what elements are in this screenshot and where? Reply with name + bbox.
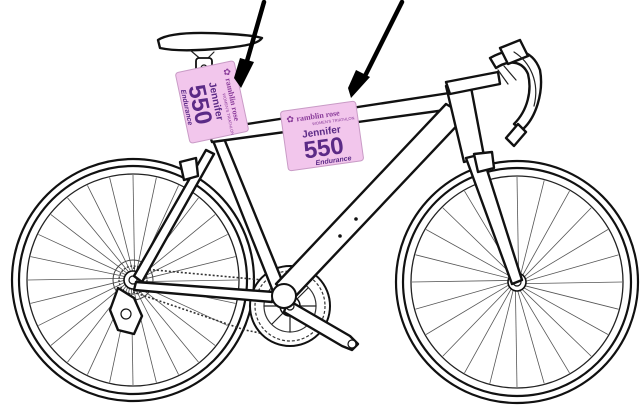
spoke [416,255,510,279]
spoke [525,230,608,280]
spoke [521,289,591,357]
spoke [68,198,130,273]
spoke [31,280,125,303]
spoke [31,257,126,277]
rear-wheel [12,159,254,401]
arrow-down-icon [348,2,402,98]
bib-number-toptube: ✿ ramblin rose WOMEN'S TRIATHLON Jennife… [280,101,364,171]
spoke [51,215,128,274]
spoke [443,286,511,356]
spoke [28,278,125,280]
spoke [38,234,126,275]
spoke [517,177,519,274]
spoke [525,282,622,284]
spoke [520,290,570,373]
spoke [517,290,544,383]
spoke [523,287,608,334]
spoke [490,289,514,383]
spoke [412,280,509,282]
spoke [133,175,135,272]
spoke [522,191,569,276]
spoke [521,181,545,275]
spoke [524,208,592,278]
spoke [524,286,618,310]
spoke [426,285,509,335]
spoke [110,178,133,272]
spoke [416,282,509,309]
spoke [465,288,512,373]
spoke [515,290,517,387]
spoke [141,280,238,282]
spoke [525,255,618,282]
spoke [137,287,199,362]
